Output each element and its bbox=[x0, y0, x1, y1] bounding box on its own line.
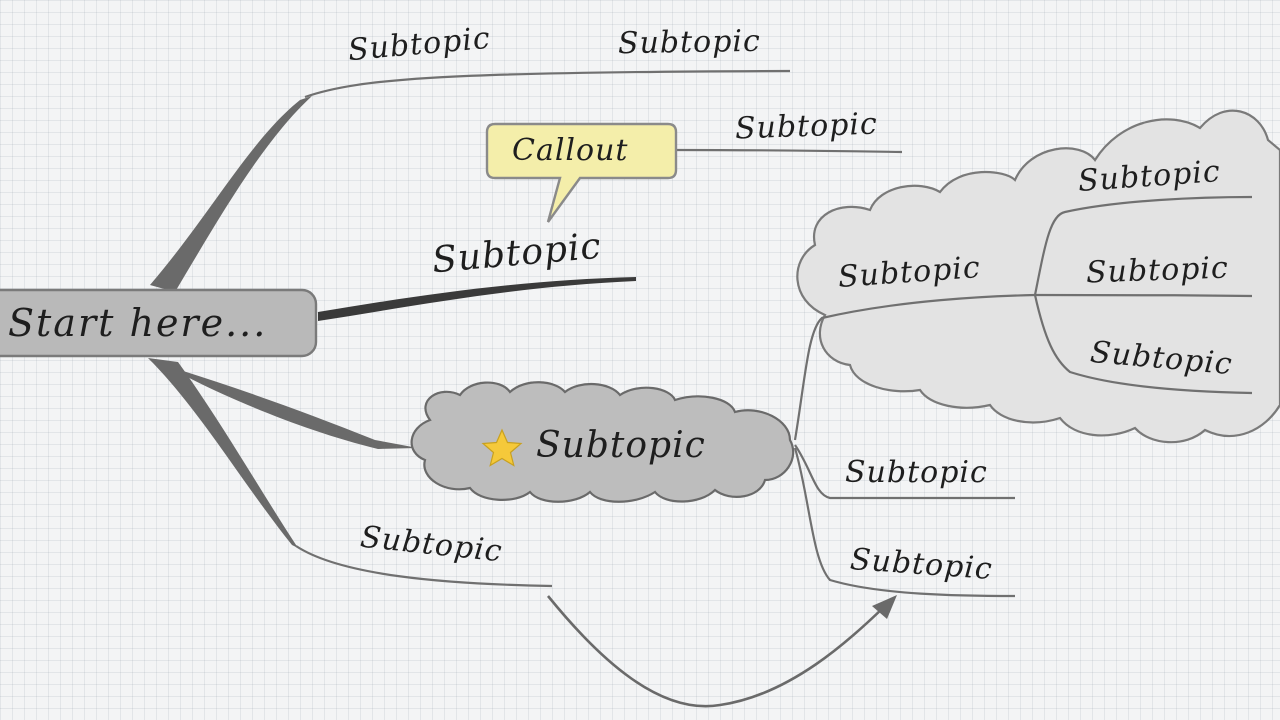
topic-top-right[interactable]: Subtopic bbox=[617, 23, 762, 62]
branch-upper bbox=[150, 96, 312, 292]
topic-star[interactable]: Subtopic bbox=[536, 425, 706, 466]
callout-bubble[interactable] bbox=[485, 122, 678, 223]
line-top bbox=[304, 69, 791, 99]
line-cloud-child-1 bbox=[1033, 195, 1253, 296]
star-icon bbox=[481, 428, 523, 467]
relationship-arrow bbox=[546, 595, 886, 708]
arrow-head-icon bbox=[872, 595, 897, 619]
root-topic-label[interactable]: Start here... bbox=[8, 301, 268, 345]
line-cloud-main bbox=[821, 293, 1036, 320]
line-cloud-child-2 bbox=[1034, 293, 1253, 298]
star-topic-cloud[interactable] bbox=[410, 381, 795, 503]
branch-middle bbox=[318, 277, 636, 321]
branch-bottom bbox=[148, 358, 298, 548]
line-star-child-2 bbox=[793, 447, 1016, 598]
line-cloud-child-3 bbox=[1033, 294, 1253, 395]
branch-lower-mid bbox=[148, 360, 418, 449]
topic-upper-mid[interactable]: Subtopic bbox=[734, 106, 879, 147]
topic-cloud-child-2[interactable]: Subtopic bbox=[1085, 250, 1230, 291]
line-upper-right bbox=[675, 148, 903, 154]
callout-label[interactable]: Callout bbox=[512, 133, 629, 168]
root-node[interactable] bbox=[0, 288, 318, 358]
topic-star-child-1[interactable]: Subtopic bbox=[845, 455, 988, 490]
line-bottom bbox=[295, 545, 553, 588]
line-star-child-1 bbox=[794, 444, 1015, 500]
